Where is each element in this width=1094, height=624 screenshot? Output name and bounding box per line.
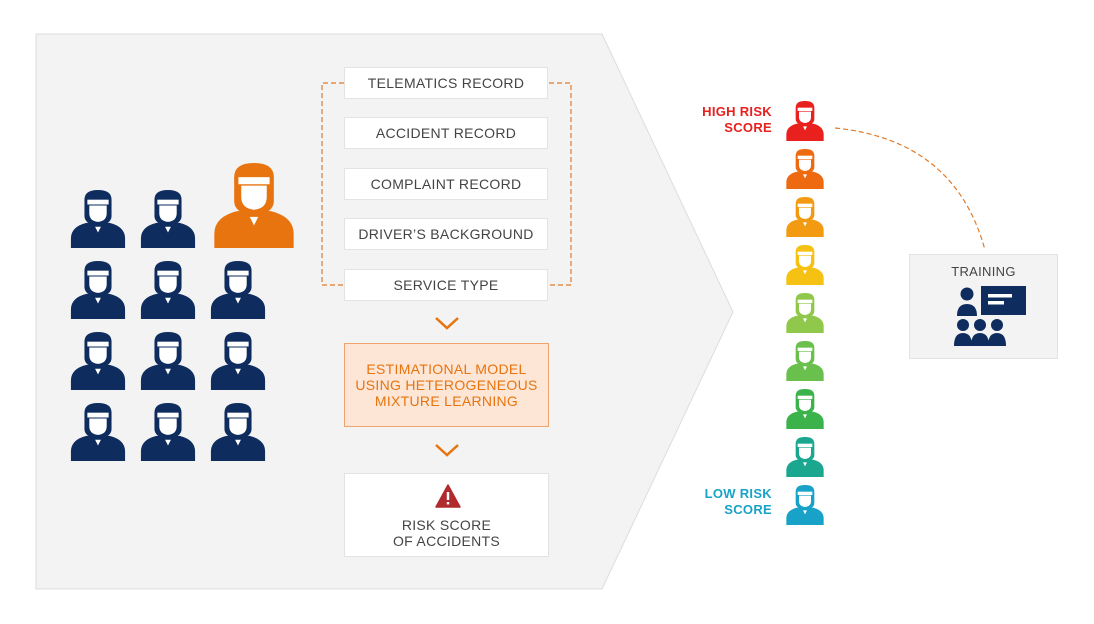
risk-level-driver-icon (784, 293, 826, 333)
driver-helmet-icon (68, 261, 128, 319)
training-connector (834, 127, 986, 251)
risk-score-box: RISK SCORE OF ACCIDENTS (344, 473, 549, 557)
record-accident: ACCIDENT RECORD (344, 117, 548, 149)
risk-level-driver-icon (784, 197, 826, 237)
risk-level-driver-icon (784, 245, 826, 285)
records-bracket (321, 82, 572, 286)
driver-helmet-icon (138, 261, 198, 319)
high-risk-line-1: HIGH RISK (702, 104, 772, 119)
warning-triangle-icon (435, 484, 461, 508)
high-risk-label: HIGH RISK SCORE (672, 104, 772, 136)
risk-level-driver-icon (784, 341, 826, 381)
model-line-2: USING HETEROGENEOUS (355, 377, 538, 393)
low-risk-label: LOW RISK SCORE (672, 486, 772, 518)
driver-helmet-icon (138, 190, 198, 248)
risk-level-driver-icon (784, 485, 826, 525)
driver-helmet-icon (68, 403, 128, 461)
risk-line-2: OF ACCIDENTS (392, 533, 501, 549)
driver-helmet-icon (208, 332, 268, 390)
model-line-3: MIXTURE LEARNING (374, 393, 519, 409)
record-complaint: COMPLAINT RECORD (344, 168, 548, 200)
chevron-down-icon (435, 444, 459, 457)
highlighted-driver-icon (210, 163, 298, 248)
driver-helmet-icon (208, 261, 268, 319)
risk-level-driver-icon (784, 101, 826, 141)
driver-helmet-icon (68, 190, 128, 248)
driver-helmet-icon (138, 332, 198, 390)
low-risk-line-1: LOW RISK (704, 486, 772, 501)
training-box: TRAINING (909, 254, 1058, 359)
model-line-1: ESTIMATIONAL MODEL (366, 361, 527, 377)
risk-level-driver-icon (784, 437, 826, 477)
record-service-type: SERVICE TYPE (344, 269, 548, 301)
record-telematics: TELEMATICS RECORD (344, 67, 548, 99)
driver-helmet-icon (138, 403, 198, 461)
driver-helmet-icon (68, 332, 128, 390)
driver-helmet-icon (208, 403, 268, 461)
risk-line-1: RISK SCORE (401, 517, 492, 533)
risk-level-driver-icon (784, 149, 826, 189)
classroom-training-icon (954, 286, 1026, 346)
chevron-down-icon (435, 317, 459, 330)
high-risk-line-2: SCORE (724, 120, 772, 135)
training-label: TRAINING (951, 264, 1016, 279)
estimation-model-box: ESTIMATIONAL MODEL USING HETEROGENEOUS M… (344, 343, 549, 427)
record-drivers-background: DRIVER’S BACKGROUND (344, 218, 548, 250)
low-risk-line-2: SCORE (724, 502, 772, 517)
risk-level-driver-icon (784, 389, 826, 429)
